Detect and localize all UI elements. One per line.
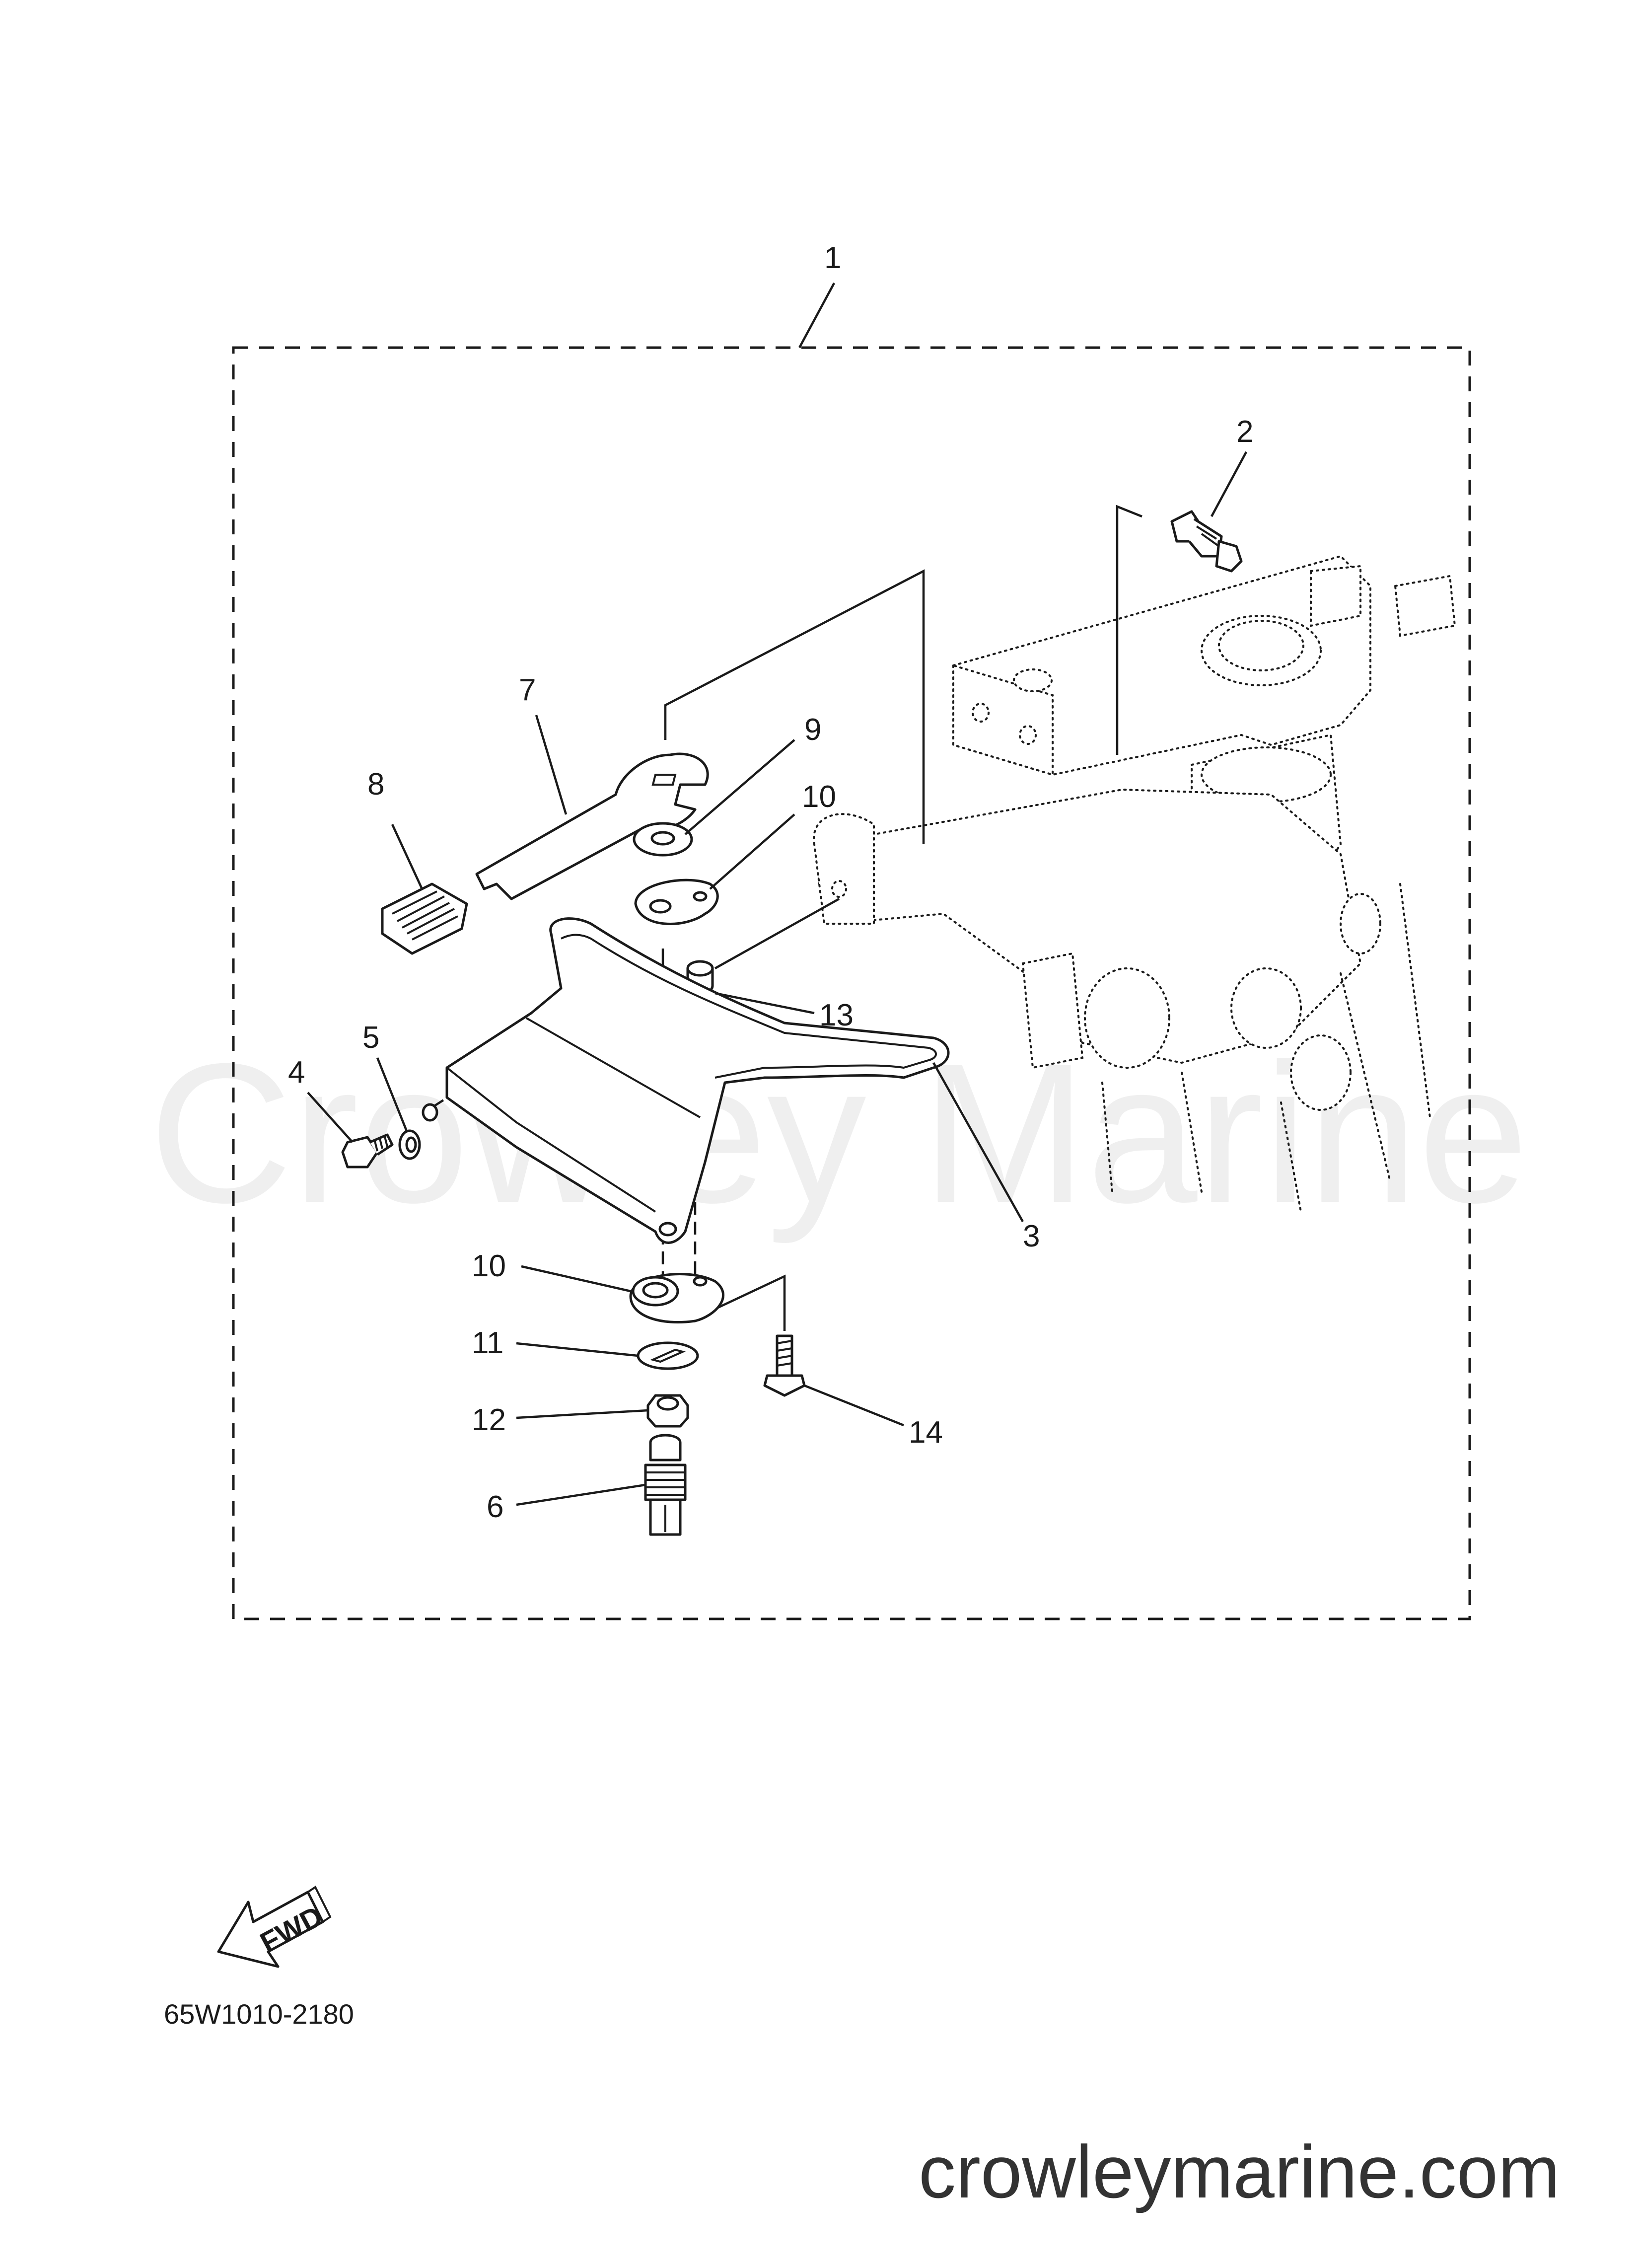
part-5-washer [398, 1129, 421, 1160]
part-12-nut [646, 1394, 689, 1428]
kit-frame [232, 346, 1471, 1620]
diagram-code: 65W1010-2180 [164, 1998, 354, 2030]
callout-leaders [307, 282, 1247, 1506]
callout-12: 12 [472, 1403, 506, 1437]
callout-13: 13 [819, 998, 854, 1032]
callout-5: 5 [362, 1021, 379, 1055]
part-2-fitting [1170, 510, 1243, 573]
callout-3: 3 [1023, 1219, 1040, 1253]
part-6-stud [644, 1434, 687, 1536]
part-4-bolt [341, 1133, 394, 1169]
callout-7: 7 [519, 673, 536, 707]
part-14-screw [763, 1334, 806, 1397]
callout-1: 1 [824, 241, 841, 275]
website-footer: crowleymarine.com [919, 2130, 1560, 2213]
fwd-arrow-icon: FWD [217, 1886, 332, 1968]
callout-numbers: 1 2 3 4 5 6 7 8 9 10 10 11 12 13 14 [288, 241, 1253, 1524]
callout-10-lower: 10 [472, 1249, 506, 1283]
part-9-washer [633, 822, 693, 857]
part-10-plate-lower [629, 1273, 725, 1323]
callout-4: 4 [288, 1055, 305, 1090]
callout-14: 14 [909, 1415, 943, 1450]
part-10-plate-upper [634, 878, 719, 925]
part-3-bracket [422, 917, 950, 1244]
part-8-grip [381, 882, 468, 955]
swivel-bracket-background [813, 555, 1456, 1213]
callout-6: 6 [487, 1490, 503, 1524]
callout-8: 8 [367, 767, 384, 802]
callout-2: 2 [1236, 415, 1253, 449]
callout-11: 11 [472, 1326, 503, 1360]
callout-10-upper: 10 [802, 780, 836, 814]
part-11-washer [637, 1341, 699, 1370]
callout-9: 9 [804, 713, 821, 747]
